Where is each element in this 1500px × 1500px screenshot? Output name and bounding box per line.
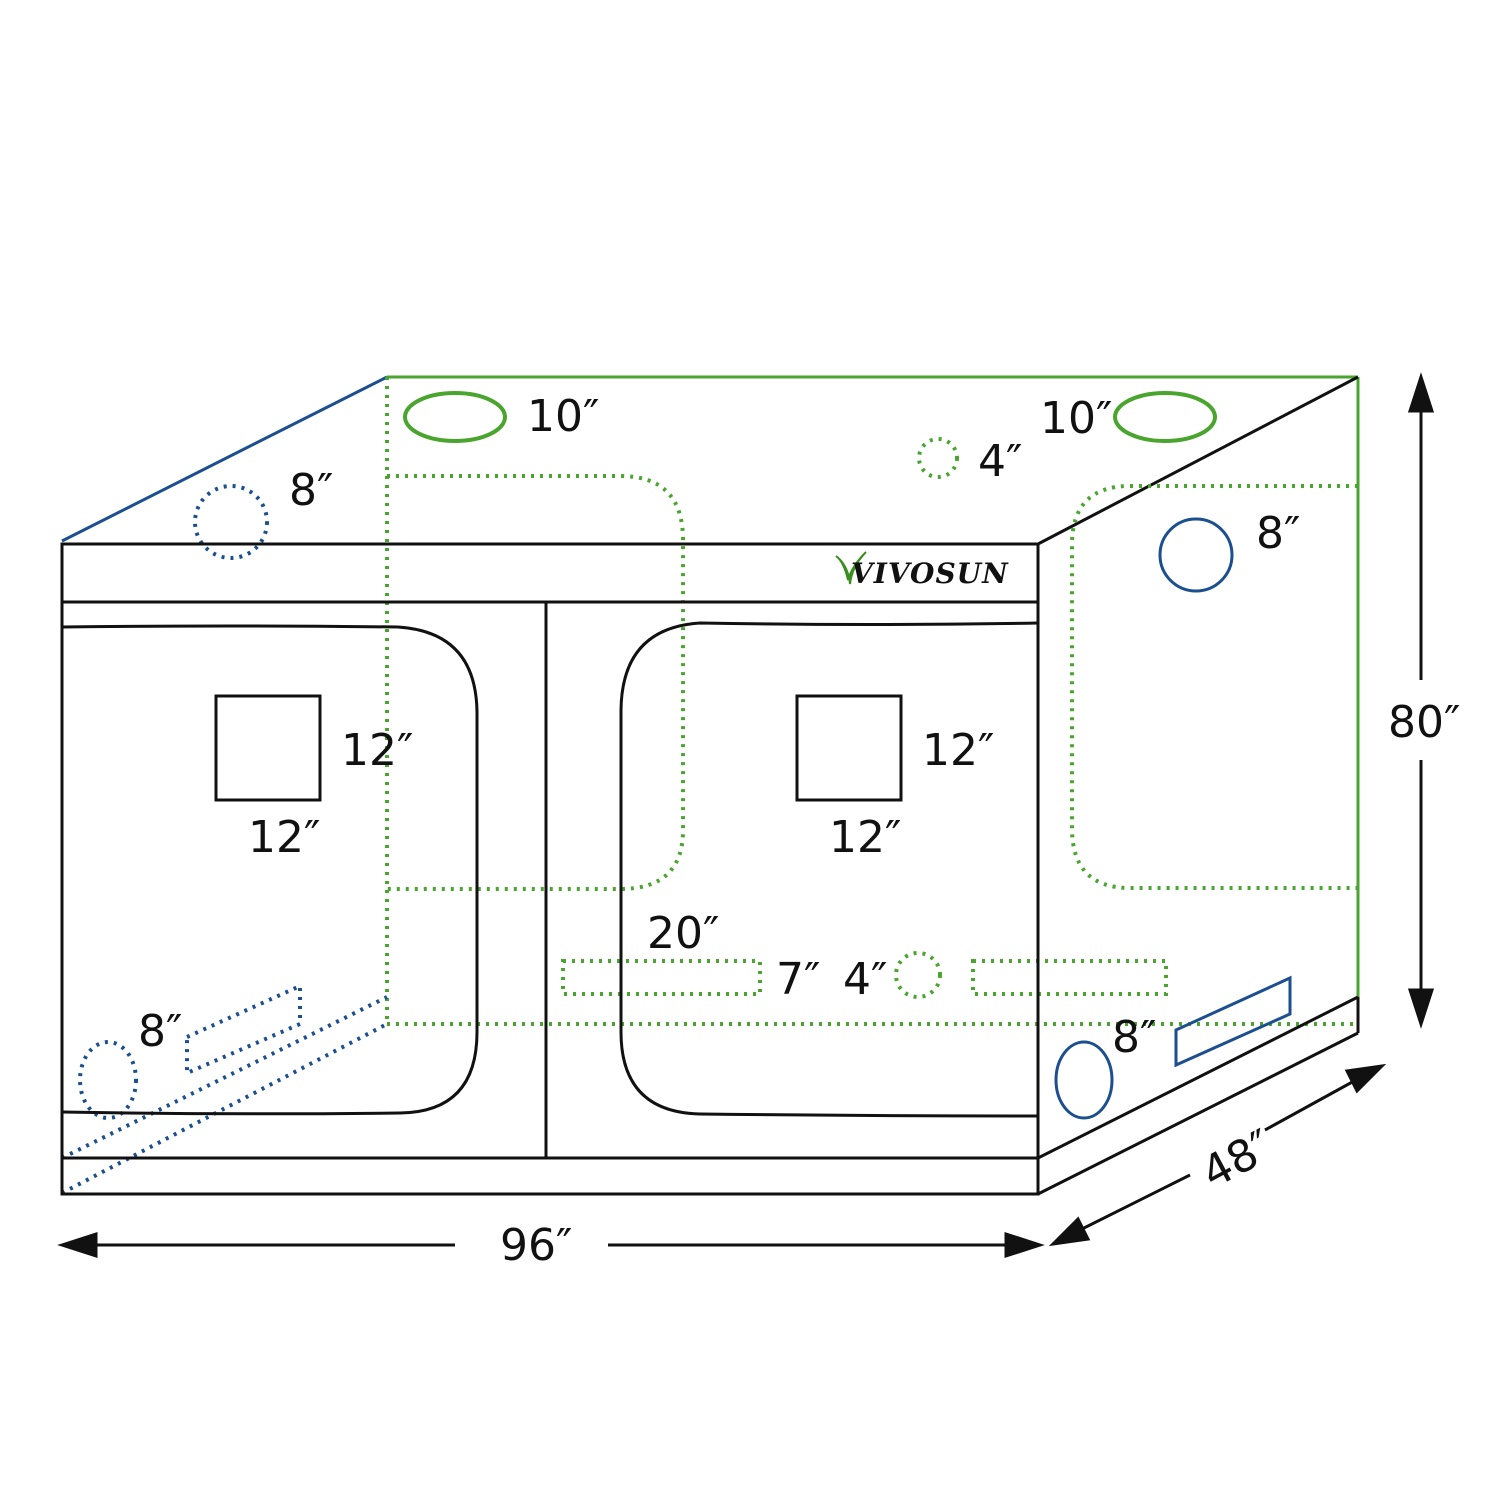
top-left-vent-shape <box>403 391 507 443</box>
right-door <box>619 621 1039 1118</box>
left-window-height-label: 12″ <box>341 725 413 776</box>
right-bottom-band <box>1037 995 1359 1160</box>
right-window-width-label: 12″ <box>829 812 901 863</box>
right-bottom-duct-label: 8″ <box>1112 1012 1156 1063</box>
width-arrowhead-left <box>57 1231 98 1259</box>
left-side-window <box>185 982 302 1077</box>
right-bottom-duct-shape <box>1054 1040 1114 1120</box>
left-bottom-duct-shape <box>78 1040 138 1120</box>
height-arrowhead-bottom <box>1407 988 1435 1029</box>
right-top-duct-shape <box>1158 517 1234 593</box>
back-window-right <box>971 959 1168 996</box>
width-arrowhead-right <box>1004 1231 1045 1259</box>
left-top-duct-shape <box>193 484 269 560</box>
top-vents <box>403 391 1217 443</box>
back-door-outline <box>387 474 685 891</box>
right-window-height-label: 12″ <box>922 725 994 776</box>
right-ports <box>1054 517 1292 1120</box>
top-left-edge <box>61 375 388 543</box>
right-top-duct-label: 8″ <box>1256 508 1300 559</box>
depth-arrow-lower-line <box>1069 1173 1191 1237</box>
depth-arrowhead-upper <box>1344 1063 1387 1094</box>
height-label: 80″ <box>1388 697 1460 748</box>
top-small-vent-shape <box>917 437 959 479</box>
left-bottom-duct-label: 8″ <box>138 1006 182 1057</box>
hidden-edges <box>385 377 1358 1026</box>
back-vent-small-label: 4″ <box>843 954 887 1005</box>
left-top-duct-label: 8″ <box>289 465 333 516</box>
right-door-outline <box>1070 484 1358 890</box>
back-window-left <box>561 959 762 996</box>
back-window-width-label: 20″ <box>647 908 719 959</box>
depth-arrow-upper-line <box>1264 1073 1366 1132</box>
top-right-vent-label: 10″ <box>1040 393 1112 444</box>
dimension-arrows <box>57 372 1435 1259</box>
right-side-window <box>1174 975 1292 1068</box>
vivosun-logo: VIVOSUN <box>835 551 1009 590</box>
front-outline <box>60 542 1040 1196</box>
labels: 10″ 10″ 4″ 8″ 8″ 12″ 12″ 12″ 12″ 20″ 7″ … <box>138 391 1460 1271</box>
floor-left-edge-2 <box>61 1022 388 1195</box>
depth-label: 48″ <box>1194 1120 1282 1199</box>
right-square-window <box>795 694 903 802</box>
right-bottom-edge <box>1037 1031 1359 1196</box>
right-face <box>1036 544 1360 1196</box>
height-arrowhead-top <box>1407 372 1435 413</box>
back-window-height-label: 7″ <box>776 954 820 1005</box>
depth-arrowhead-lower <box>1048 1216 1091 1247</box>
top-left-vent-label: 10″ <box>527 391 599 442</box>
left-square-window <box>214 694 322 802</box>
leaf-icon <box>835 551 867 585</box>
top-small-vent-label: 4″ <box>978 436 1022 487</box>
width-label: 96″ <box>500 1220 572 1271</box>
hidden-blue <box>61 484 388 1195</box>
floor-left-edge-1 <box>61 995 388 1160</box>
left-door <box>61 624 479 1116</box>
brand-logo-text: VIVOSUN <box>851 557 1009 590</box>
back-vent-small-shape <box>894 951 942 999</box>
top-right-vent-shape <box>1113 391 1217 443</box>
left-window-width-label: 12″ <box>248 812 320 863</box>
top-right-edge <box>1037 375 1359 546</box>
front-face <box>60 542 1040 1196</box>
